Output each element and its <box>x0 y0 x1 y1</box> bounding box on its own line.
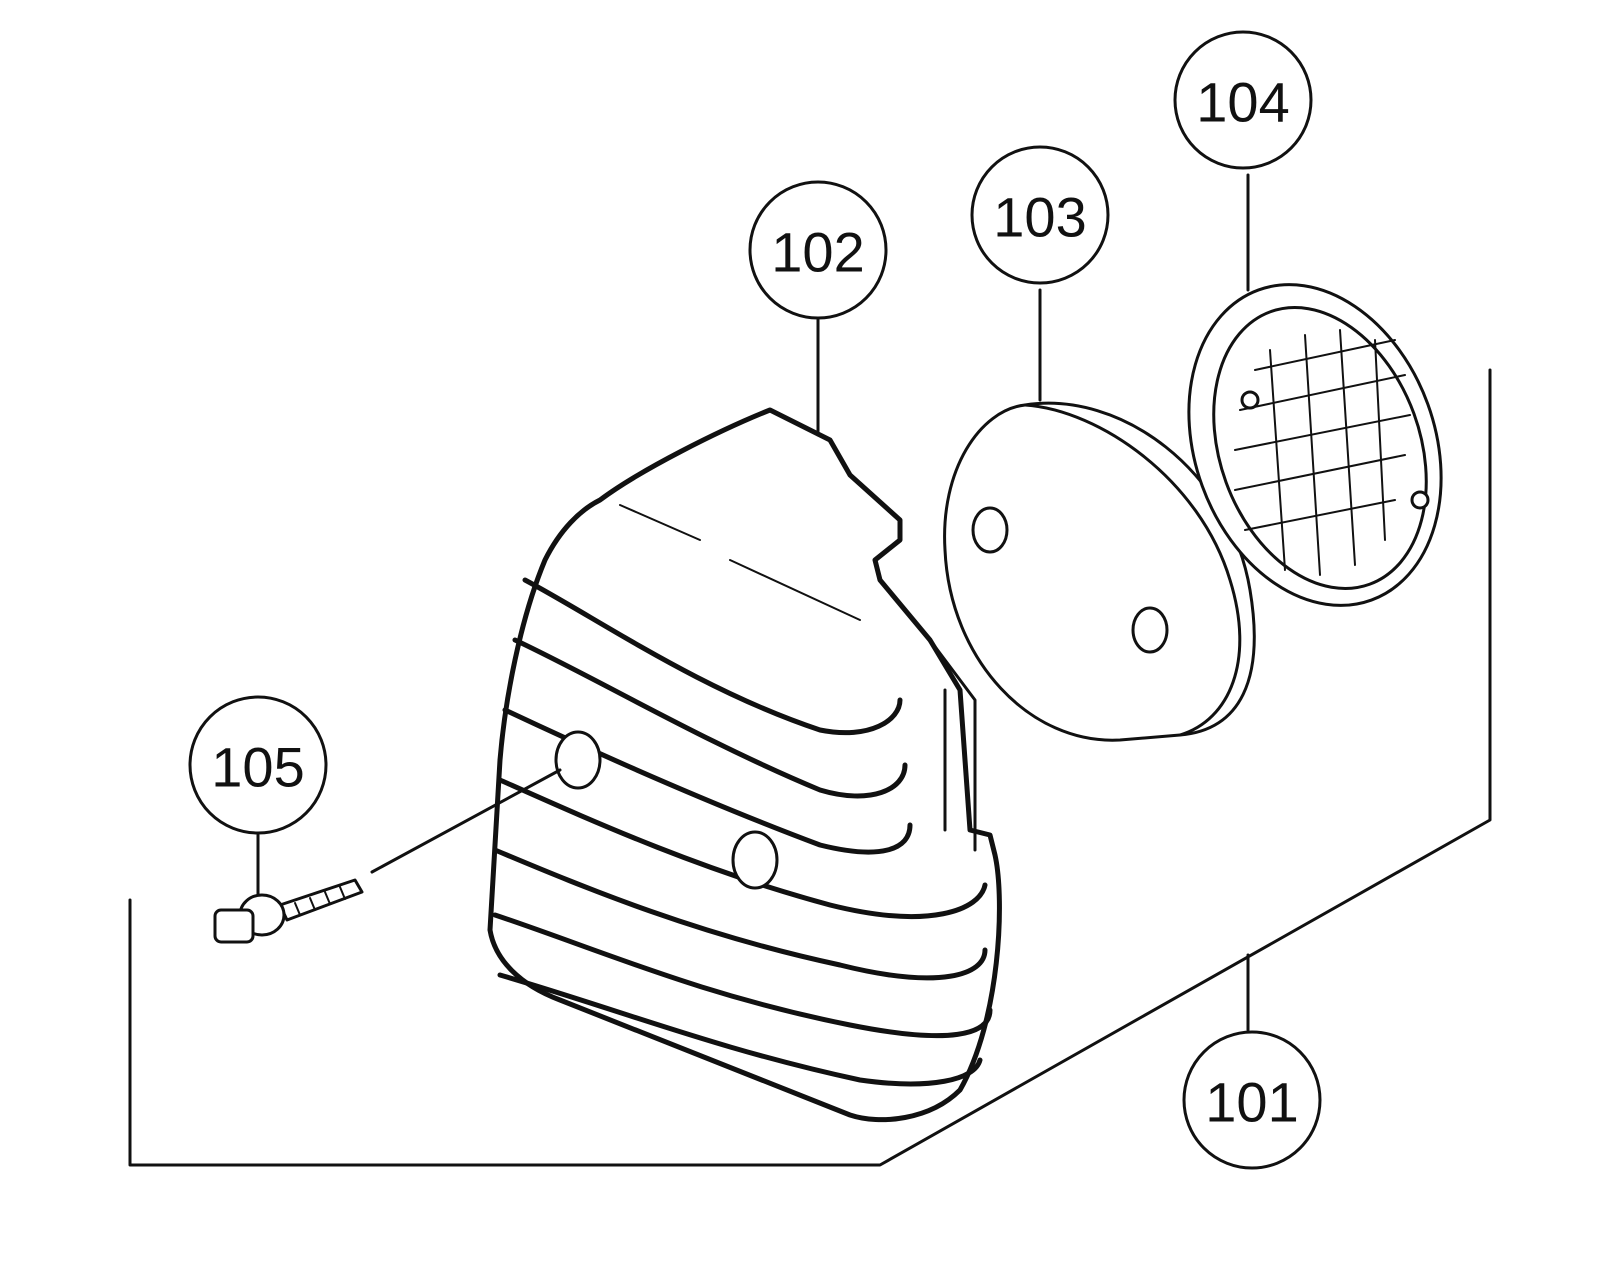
callout-101: 101 <box>1182 1030 1322 1170</box>
callout-104: 104 <box>1173 30 1313 170</box>
callout-102: 102 <box>748 180 888 320</box>
part-103-filter-element <box>943 401 1256 742</box>
assembly-bracket <box>128 368 1492 1167</box>
callout-label-101: 101 <box>1205 1071 1298 1134</box>
callout-105: 105 <box>188 695 328 835</box>
part-104-filter-holder <box>1187 283 1443 607</box>
part-105-bolt <box>213 768 562 944</box>
callout-label-103: 103 <box>993 186 1086 249</box>
leader-lines <box>256 173 1250 897</box>
callout-label-104: 104 <box>1196 71 1289 134</box>
callout-103: 103 <box>970 145 1110 285</box>
part-102-finned-cover <box>487 407 1002 1123</box>
callout-label-102: 102 <box>771 221 864 284</box>
callout-label-105: 105 <box>211 736 304 799</box>
filter-holder-grid <box>1234 329 1411 576</box>
